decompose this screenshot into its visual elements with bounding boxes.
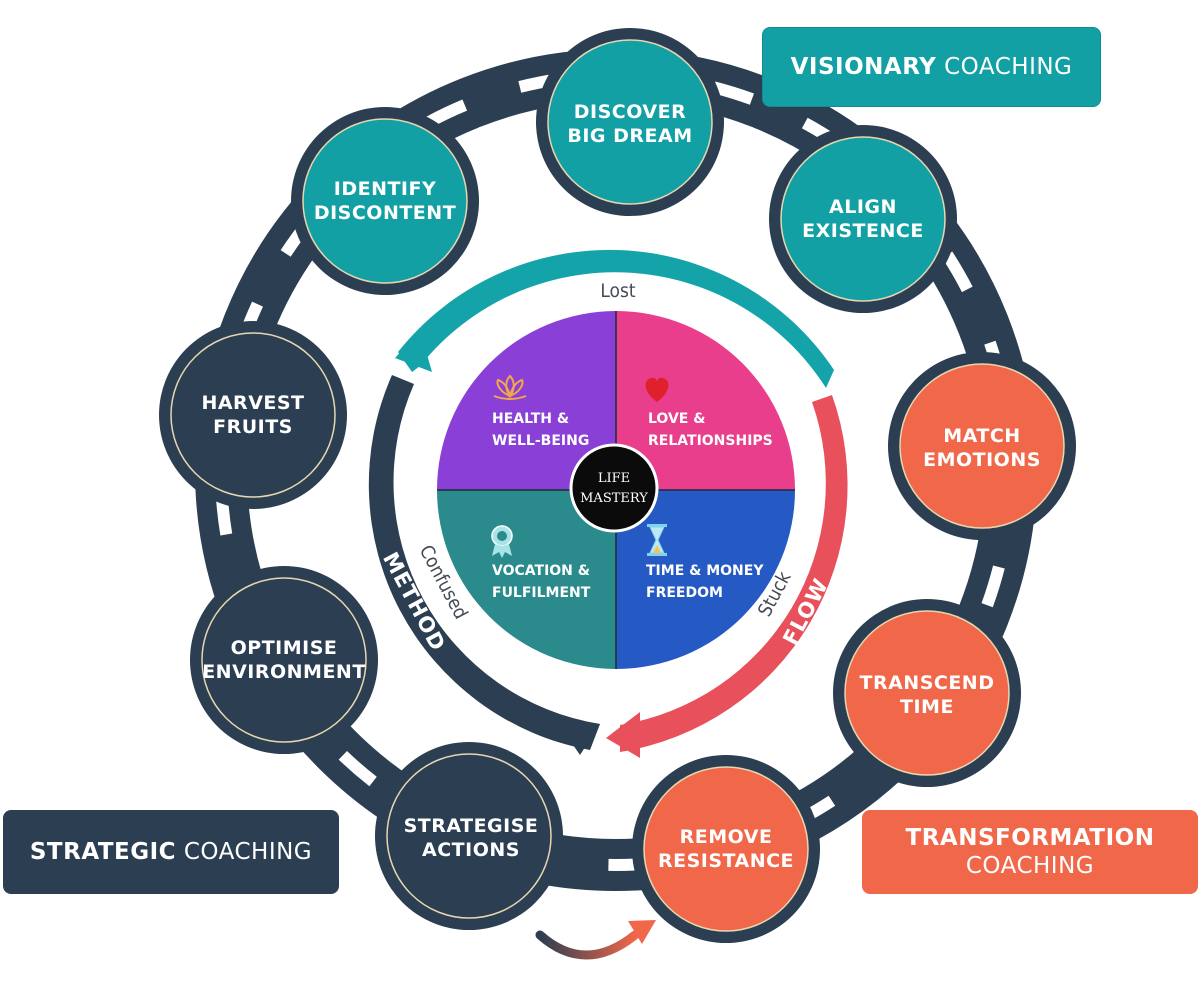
node-optimise-line2: ENVIRONMENT — [202, 661, 366, 683]
node-identify-line2: DISCONTENT — [314, 202, 456, 224]
node-match-emotions: MATCH EMOTIONS — [888, 352, 1076, 540]
node-discover-line1: DISCOVER — [574, 101, 686, 123]
node-strategise-line1: STRATEGISE — [404, 815, 539, 837]
node-transcend-line1: TRANSCEND — [860, 672, 995, 694]
heart-icon — [645, 377, 669, 402]
arc-flow — [606, 395, 848, 758]
node-transcend-line2: TIME — [900, 696, 954, 718]
node-discover-line2: BIG DREAM — [567, 125, 692, 147]
node-remove-resistance: REMOVE RESISTANCE — [632, 755, 820, 943]
center-line1: LIFE — [598, 471, 630, 486]
node-optimise-line1: OPTIMISE — [231, 637, 338, 659]
node-align-line2: EXISTENCE — [802, 220, 924, 242]
node-harvest-line2: FRUITS — [213, 416, 293, 438]
node-identify-line1: IDENTIFY — [334, 178, 437, 200]
badge-visionary-bold: VISIONARY — [790, 54, 937, 80]
quadrant-health-line2: WELL-BEING — [492, 433, 589, 449]
badge-transformation-bold: TRANSFORMATION — [905, 825, 1155, 851]
badge-visionary-coaching: VISIONARY COACHING — [762, 27, 1101, 107]
quadrant-time-line1: TIME & MONEY — [646, 563, 764, 579]
quadrant-vocation-line1: VOCATION & — [492, 563, 590, 579]
lotus-icon — [493, 374, 527, 400]
node-transcend-time: TRANSCEND TIME — [833, 599, 1021, 787]
badge-strategic-bold: STRATEGIC — [29, 839, 177, 865]
quadrant-health-line1: HEALTH & — [492, 411, 569, 427]
quadrant-vocation-line2: FULFILMENT — [492, 585, 591, 601]
quadrant-time-line2: FREEDOM — [646, 585, 723, 601]
curved-arrow-icon — [535, 920, 656, 960]
node-remove-line1: REMOVE — [680, 826, 773, 848]
hourglass-icon — [647, 524, 667, 556]
arc-method — [368, 375, 600, 755]
node-harvest-fruits: HARVEST FRUITS — [159, 321, 347, 509]
node-harvest-line1: HARVEST — [201, 392, 304, 414]
badge-strategic-light: COACHING — [183, 839, 313, 865]
quadrant-love-line1: LOVE & — [648, 411, 705, 427]
badge-transformation-coaching: TRANSFORMATION COACHING — [862, 810, 1198, 894]
state-lost-label: Lost — [600, 280, 636, 302]
badge-visionary-light: COACHING — [944, 54, 1073, 80]
node-align-existence: ALIGN EXISTENCE — [769, 125, 957, 313]
node-optimise-environment: OPTIMISE ENVIRONMENT — [190, 566, 378, 754]
award-ribbon-icon — [491, 525, 513, 558]
node-match-line2: EMOTIONS — [923, 449, 1041, 471]
node-strategise-line2: ACTIONS — [422, 839, 520, 861]
node-identify-discontent: IDENTIFY DISCONTENT — [291, 107, 479, 295]
center-life-mastery: LIFE MASTERY — [569, 443, 659, 533]
quadrant-love-line2: RELATIONSHIPS — [648, 433, 773, 449]
badge-transformation-light: COACHING — [965, 853, 1095, 879]
node-discover-big-dream: DISCOVER BIG DREAM — [536, 28, 724, 216]
node-match-line1: MATCH — [943, 425, 1020, 447]
arc-blueprint: BLUEPRINT — [395, 229, 834, 388]
node-align-line1: ALIGN — [829, 196, 897, 218]
badge-strategic-coaching: STRATEGIC COACHING — [3, 810, 339, 894]
center-line2: MASTERY — [580, 491, 648, 506]
node-remove-line2: RESISTANCE — [658, 850, 794, 872]
node-strategise-actions: STRATEGISE ACTIONS — [375, 742, 563, 930]
